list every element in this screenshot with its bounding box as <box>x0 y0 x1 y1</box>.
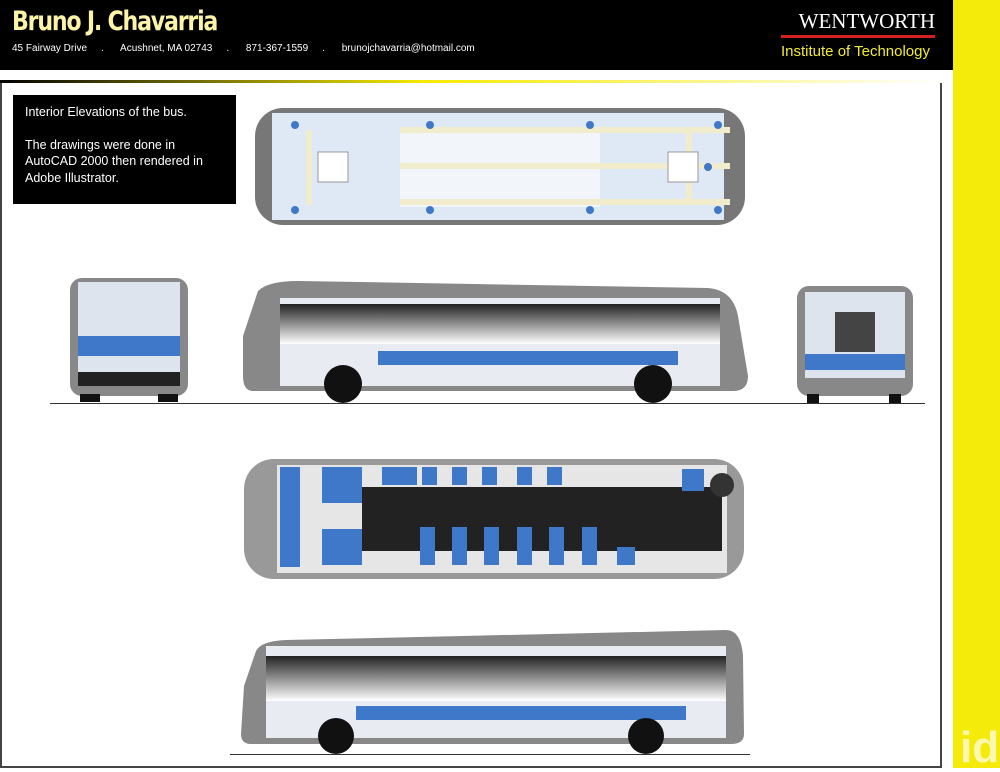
content-frame <box>0 80 942 768</box>
school-name: WENTWORTH <box>798 9 935 33</box>
author-name: Bruno J. Chavarria <box>12 6 218 37</box>
separator: . <box>322 43 325 54</box>
ground-line <box>50 403 925 404</box>
separator: . <box>226 43 230 54</box>
city: Acushnet, MA 02743 <box>120 43 213 54</box>
floor-plan-drawing <box>244 459 744 579</box>
address: 45 Fairway Drive <box>12 43 88 54</box>
email: brunojchavarria@hotmail.com <box>341 43 475 54</box>
header: Bruno J. Chavarria 45 Fairway Drive. Acu… <box>0 0 953 70</box>
description-title: Interior Elevations of the bus. <box>25 105 187 119</box>
phone: 871-367-1559 <box>245 43 309 54</box>
description-body: The drawings were done in AutoCAD 2000 t… <box>25 137 203 185</box>
ground-line <box>230 754 750 755</box>
school-subtitle: Institute of Technology <box>781 43 930 60</box>
roof-plan-drawing <box>255 108 745 225</box>
contact-info: 45 Fairway Drive. Acushnet, MA 02743. 87… <box>12 43 489 54</box>
front-elevation-drawing <box>70 278 188 402</box>
side-elevation-left-drawing <box>241 630 744 754</box>
frame-top-gradient <box>0 80 942 83</box>
side-strip: id <box>953 0 1000 772</box>
separator: . <box>101 43 104 54</box>
school-divider <box>781 35 935 38</box>
id-logo: id <box>960 723 1000 772</box>
side-elevation-drawing <box>243 281 748 403</box>
rear-elevation-drawing <box>797 286 913 404</box>
description-box: Interior Elevations of the bus. The draw… <box>13 95 236 204</box>
